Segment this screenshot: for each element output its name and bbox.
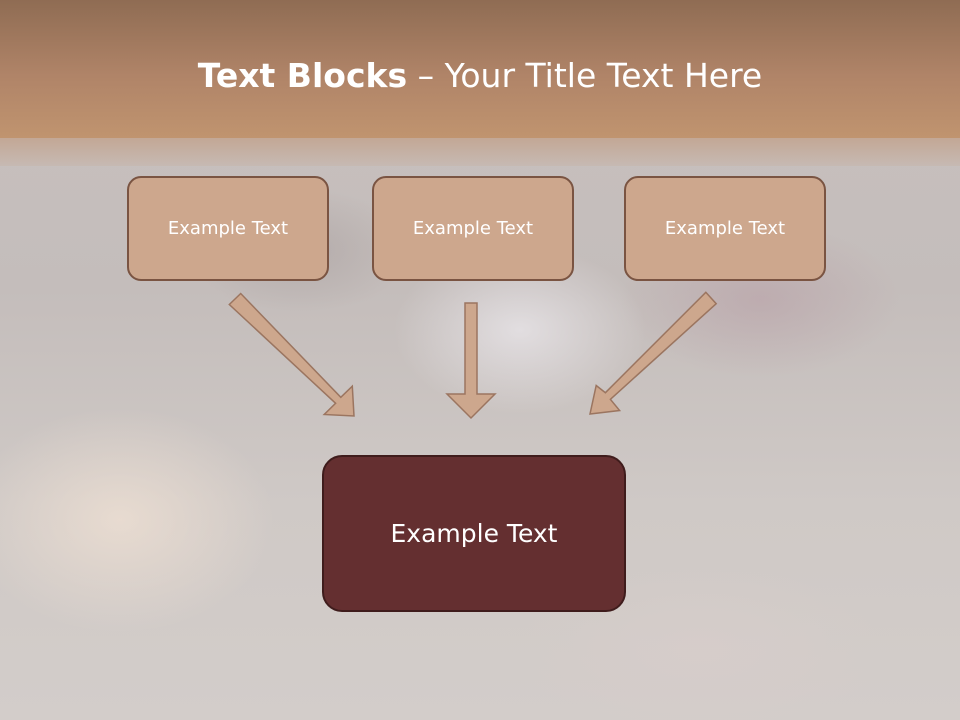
title-bar: [0, 0, 960, 138]
text-block-2-label: Example Text: [412, 218, 534, 239]
text-block-3[interactable]: Example Text: [624, 176, 826, 281]
text-block-main-label: Example Text: [390, 519, 558, 548]
text-block-1-label: Example Text: [167, 218, 289, 239]
text-block-main[interactable]: Example Text: [322, 455, 626, 612]
arrow-middle[interactable]: [445, 302, 497, 420]
arrow-right[interactable]: [589, 291, 718, 415]
text-block-1[interactable]: Example Text: [127, 176, 329, 281]
title-bar-strip: [0, 138, 960, 166]
slide-title: Text Blocks – Your Title Text Here: [0, 52, 960, 100]
text-block-3-label: Example Text: [664, 218, 786, 239]
arrow-left[interactable]: [228, 292, 355, 417]
title-bold: Text Blocks: [197, 56, 408, 95]
text-block-2[interactable]: Example Text: [372, 176, 574, 281]
title-dash: –: [417, 56, 435, 95]
title-rest: Your Title Text Here: [444, 56, 763, 95]
